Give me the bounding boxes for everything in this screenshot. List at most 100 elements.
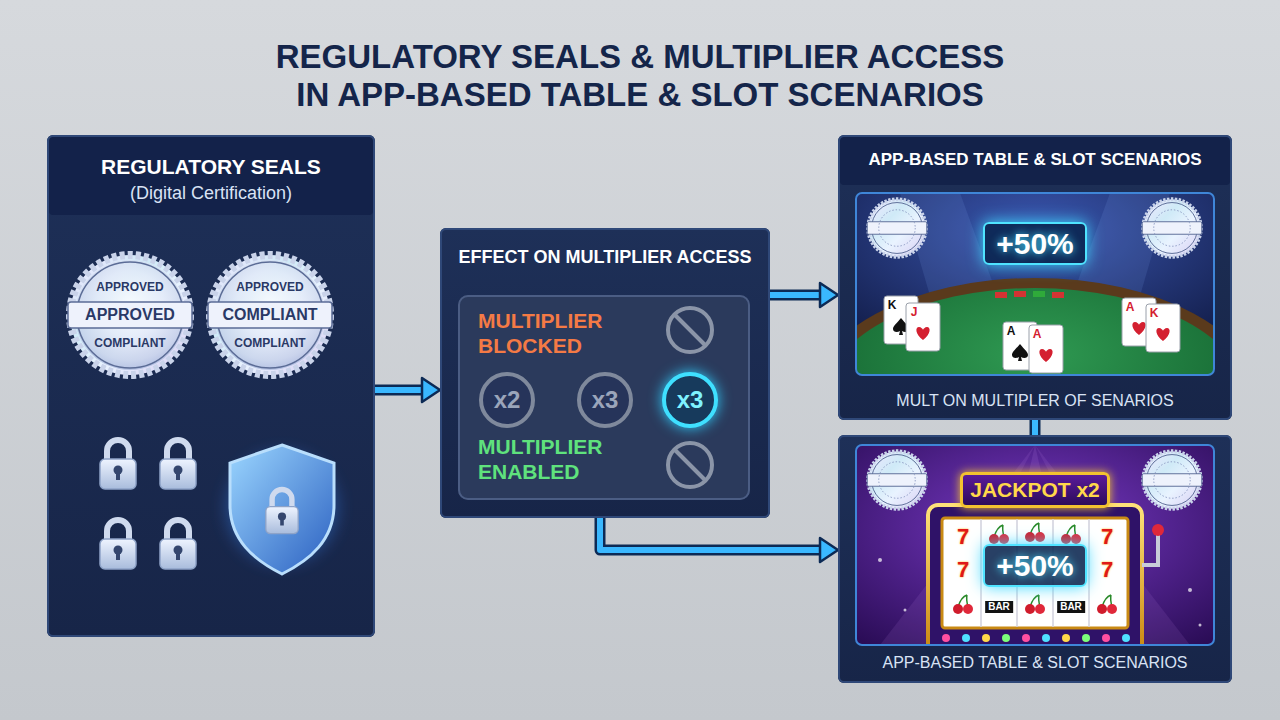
- card-rank: A: [1007, 325, 1016, 337]
- card-rank: J: [911, 306, 918, 318]
- flow-arrow: [770, 283, 838, 307]
- blocked-icon: [668, 443, 712, 487]
- label-slot: APPROVED: [96, 281, 163, 293]
- machine-light: [982, 634, 990, 642]
- node-text: +50%: [996, 227, 1074, 260]
- shield-icon: [230, 445, 334, 574]
- shield-lock: [266, 490, 298, 534]
- panel-fill: [838, 435, 1232, 683]
- small-seal: [1142, 451, 1202, 509]
- reel-symbol: 7: [957, 526, 969, 548]
- panel-caption: MULT ON MULTIPLER OF SENARIOS: [850, 392, 1220, 411]
- cherry-symbol: [953, 595, 973, 614]
- panel-heading: EFFECT ON MULTIPLIER ACCESS: [452, 247, 758, 268]
- arrow-line: [1032, 420, 1038, 435]
- cherry-symbol: [1097, 595, 1117, 614]
- text-slot: MULTIPLIER ENABLED: [478, 435, 653, 485]
- lock-icon: [100, 440, 136, 489]
- label-slot: A: [1033, 328, 1042, 340]
- slot-scene: [856, 445, 1214, 645]
- label-slot: 7: [1101, 526, 1113, 548]
- panel-box: EFFECT ON MULTIPLIER ACCESSMULTIPLIER BL…: [440, 228, 770, 518]
- panel-header-band: [840, 137, 1230, 185]
- machine-light: [1062, 634, 1070, 642]
- flow-arrow: [600, 518, 838, 562]
- lock-icon: [100, 520, 136, 569]
- flow-arrow: [1035, 420, 1036, 435]
- felt-marking: [1033, 291, 1045, 297]
- machine-light: [1022, 634, 1030, 642]
- sparkle: [1188, 588, 1192, 592]
- seal-icon: [208, 255, 332, 375]
- panel-fill: [47, 135, 375, 637]
- state-box-fill: [458, 295, 750, 500]
- arrow-line: [770, 292, 822, 298]
- machine-light: [942, 634, 950, 642]
- reel-symbol: BAR: [985, 601, 1013, 613]
- state-box: MULTIPLIER BLOCKEDMULTIPLIER ENABLEDx2x3…: [458, 295, 750, 500]
- panel-box: APP-BASED TABLE & SLOT SCENARIOS JACKPOT …: [838, 435, 1232, 683]
- table-rail: [856, 278, 1214, 375]
- flow-arrow: [375, 378, 440, 402]
- panel-heading: REGULATORY SEALS: [59, 155, 363, 180]
- cherry-symbol: [1025, 523, 1045, 542]
- text-slot: MULT ON MULTIPLER OF SENARIOS: [840, 392, 1230, 411]
- text-slot: APP-BASED TABLE & SLOT SCENARIOS: [840, 150, 1230, 170]
- label-slot: A: [1126, 301, 1135, 313]
- label-slot: K: [1150, 307, 1159, 319]
- label-slot: APPROVED: [236, 281, 303, 293]
- playing-card: [906, 303, 940, 351]
- lock-icon: [160, 440, 196, 489]
- card-rank: A: [1126, 301, 1135, 313]
- slot-machine-body: [928, 505, 1142, 645]
- panel-fill: [440, 228, 770, 518]
- reel-symbol: 7: [1101, 559, 1113, 581]
- arrow-outline: [770, 290, 822, 301]
- playing-card: [1146, 304, 1180, 352]
- machine-light: [1082, 634, 1090, 642]
- sparkle: [878, 558, 882, 562]
- machine-lever: [1142, 535, 1158, 565]
- felt-marking: [1014, 291, 1026, 297]
- arrow-outline: [1030, 420, 1041, 435]
- small-seal: [867, 199, 927, 257]
- machine-light: [1002, 634, 1010, 642]
- arrow-head: [820, 283, 838, 307]
- panel-heading: APP-BASED TABLE & SLOT SCENARIOS: [850, 150, 1220, 170]
- label-slot: BAR: [1057, 601, 1085, 613]
- table-felt: [856, 288, 1214, 375]
- panel-caption: APP-BASED TABLE & SLOT SCENARIOS: [850, 654, 1220, 673]
- multiplier-circle: x2: [479, 372, 535, 428]
- jackpot-banner: JACKPOT x2: [960, 472, 1110, 508]
- arrow-outline: [600, 518, 822, 550]
- panel-box: REGULATORY SEALS(Digital Certification): [47, 135, 375, 637]
- text-slot: REGULATORY SEALS: [49, 155, 373, 180]
- node-text: x2: [494, 387, 521, 413]
- arrow-line: [600, 518, 822, 550]
- card-rank: A: [1033, 328, 1042, 340]
- text-slot: APP-BASED TABLE & SLOT SCENARIOS: [840, 654, 1230, 673]
- lever-knob: [1152, 524, 1164, 536]
- playing-card: [1029, 325, 1063, 373]
- cherry-symbol: [1025, 595, 1045, 614]
- panel-fill: [838, 135, 1232, 420]
- reel-divider: [980, 519, 982, 627]
- scene-frame: [856, 193, 1214, 375]
- title-slot: REGULATORY SEALS & MULTIPLIER ACCESS IN …: [0, 38, 1280, 114]
- label-slot: J: [911, 306, 918, 318]
- arrow-outline: [375, 385, 424, 396]
- machine-light: [1102, 634, 1110, 642]
- label-slot: COMPLIANT: [94, 337, 165, 349]
- sparkle: [1199, 624, 1202, 627]
- sparkle: [904, 609, 907, 612]
- reel-divider: [1088, 519, 1090, 627]
- seal-text: APPROVED: [236, 281, 303, 293]
- multiplier-circle: x3: [577, 372, 633, 428]
- label-slot: BAR: [985, 601, 1013, 613]
- panel-header-band: [49, 137, 373, 215]
- scene-frame: [856, 445, 1214, 645]
- label-slot: 7: [1101, 559, 1113, 581]
- node-text: x3: [592, 387, 619, 413]
- node-text: +50%: [996, 549, 1074, 582]
